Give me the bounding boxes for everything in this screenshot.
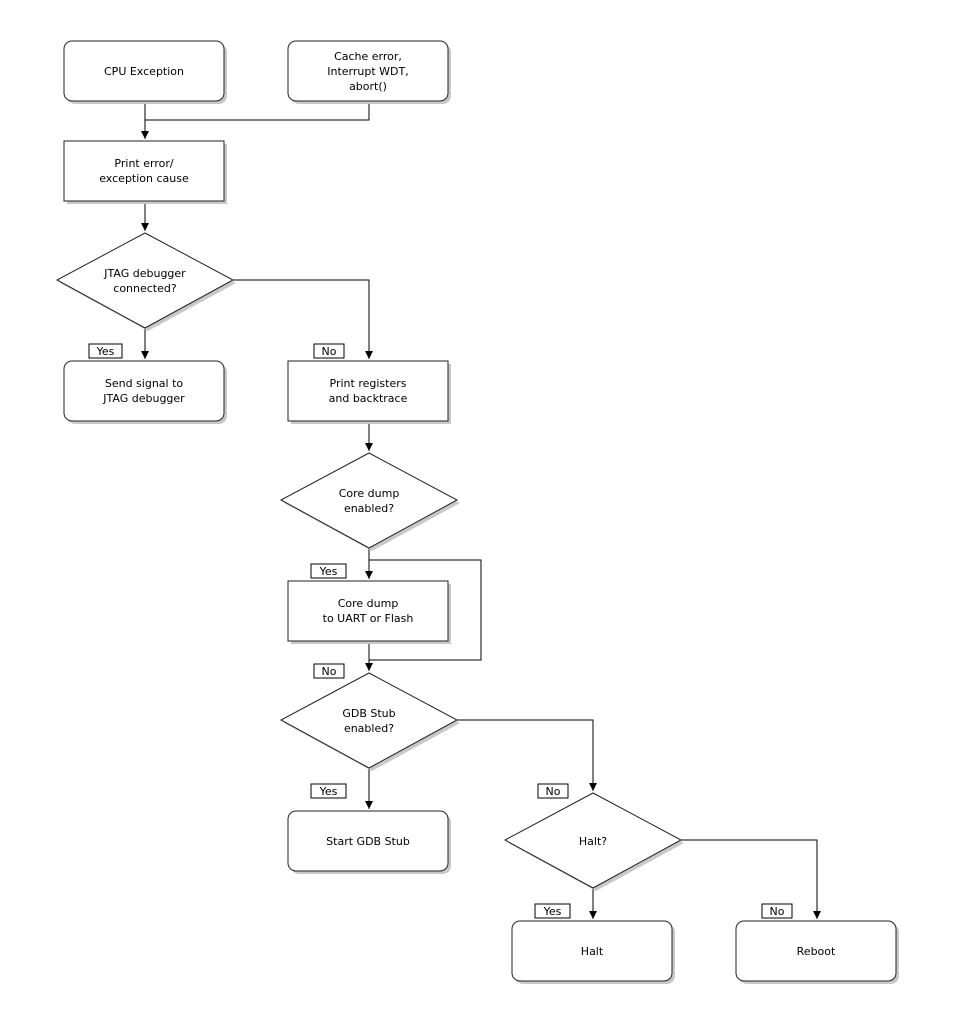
node-core-dump: Core dump to UART or Flash xyxy=(287,580,451,644)
label-jtag-no: No xyxy=(313,343,345,359)
edge-gdb-no xyxy=(457,719,597,791)
node-cpu-exception-text: CPU Exception xyxy=(104,65,184,78)
label-halt-yes: Yes xyxy=(534,903,571,919)
node-cache-error-line-3: abort() xyxy=(349,80,387,93)
node-halt-question: Halt? xyxy=(503,792,684,891)
node-print-error: Print error/ exception cause xyxy=(63,140,227,204)
label-halt-no-text: No xyxy=(770,905,785,918)
node-print-registers-line-2: and backtrace xyxy=(329,392,408,405)
node-core-dump-line-1: Core dump xyxy=(338,597,399,610)
label-halt-yes-text: Yes xyxy=(543,905,562,918)
node-core-dump-enabled-line-2: enabled? xyxy=(344,502,394,515)
node-jtag-connected: JTAG debugger connected? xyxy=(55,232,236,331)
node-send-signal-line-1: Send signal to xyxy=(105,377,184,390)
label-gdb-yes-text: Yes xyxy=(319,785,338,798)
nodes: CPU Exception Cache error, Interrupt WDT… xyxy=(55,40,899,984)
edge-coredump-no-loop xyxy=(369,559,482,661)
node-cpu-exception: CPU Exception xyxy=(63,40,227,104)
edge-jtag-no xyxy=(233,279,373,359)
node-core-dump-line-2: to UART or Flash xyxy=(323,612,414,625)
node-halt-text: Halt xyxy=(581,945,604,958)
label-jtag-no-text: No xyxy=(322,345,337,358)
label-jtag-yes-text: Yes xyxy=(96,345,115,358)
label-coredump-no: No xyxy=(313,663,345,679)
node-halt-question-text: Halt? xyxy=(579,835,607,848)
node-cache-error: Cache error, Interrupt WDT, abort() xyxy=(287,40,451,104)
edges xyxy=(141,101,821,919)
node-gdb-enabled-line-1: GDB Stub xyxy=(342,707,395,720)
node-print-registers: Print registers and backtrace xyxy=(287,360,451,424)
label-coredump-no-text: No xyxy=(322,665,337,678)
label-gdb-no: No xyxy=(537,783,569,799)
node-gdb-enabled-line-2: enabled? xyxy=(344,722,394,735)
edge-halt-no xyxy=(681,839,821,919)
node-core-dump-enabled-line-1: Core dump xyxy=(339,487,400,500)
node-gdb-enabled: GDB Stub enabled? xyxy=(279,672,460,771)
node-jtag-connected-line-1: JTAG debugger xyxy=(103,267,186,280)
label-jtag-yes: Yes xyxy=(88,343,123,359)
node-halt: Halt xyxy=(511,920,675,984)
node-print-registers-line-1: Print registers xyxy=(330,377,407,390)
node-cache-error-line-2: Interrupt WDT, xyxy=(327,65,408,78)
label-halt-no: No xyxy=(761,903,793,919)
label-coredump-yes: Yes xyxy=(310,563,347,579)
node-reboot: Reboot xyxy=(735,920,899,984)
node-start-gdb-text: Start GDB Stub xyxy=(326,835,410,848)
node-send-signal: Send signal to JTAG debugger xyxy=(63,360,227,424)
edge-labels: Yes No Yes No Yes No Yes No xyxy=(88,343,793,919)
label-gdb-no-text: No xyxy=(546,785,561,798)
node-print-error-line-1: Print error/ xyxy=(114,157,173,170)
label-gdb-yes: Yes xyxy=(310,783,347,799)
node-cache-error-line-1: Cache error, xyxy=(334,50,402,63)
label-coredump-yes-text: Yes xyxy=(319,565,338,578)
edge-cache-to-join xyxy=(145,101,370,121)
node-jtag-connected-line-2: connected? xyxy=(113,282,177,295)
node-print-error-line-2: exception cause xyxy=(99,172,189,185)
node-reboot-text: Reboot xyxy=(797,945,836,958)
node-core-dump-enabled: Core dump enabled? xyxy=(279,452,460,551)
node-start-gdb: Start GDB Stub xyxy=(287,810,451,874)
node-send-signal-line-2: JTAG debugger xyxy=(102,392,185,405)
